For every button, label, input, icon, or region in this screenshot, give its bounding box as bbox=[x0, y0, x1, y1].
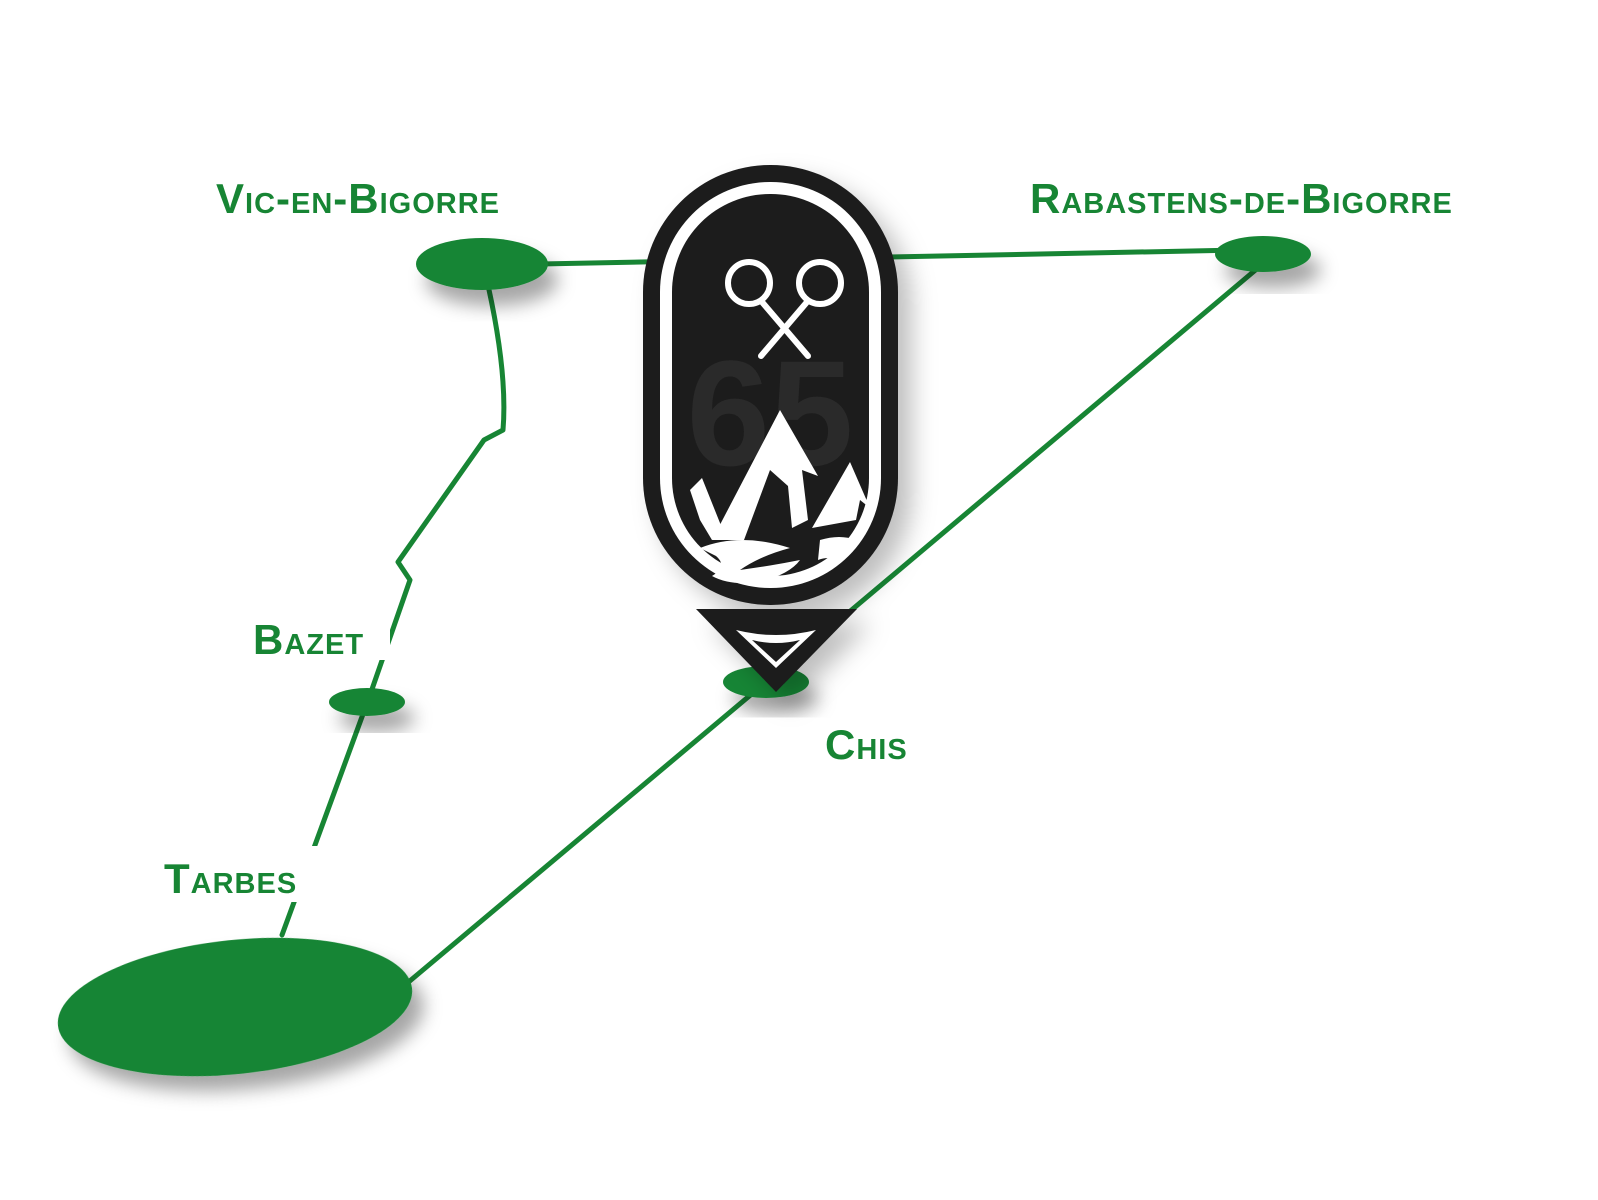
town-label-tarbes: Tarbes bbox=[164, 855, 297, 902]
town-node-tarbes[interactable] bbox=[51, 922, 419, 1092]
location-pin-badge[interactable]: 65 bbox=[643, 165, 898, 692]
mountains-icon bbox=[690, 410, 870, 584]
town-label-vic: Vic-en-Bigorre bbox=[216, 175, 500, 222]
town-nodes bbox=[51, 236, 1311, 1092]
crossed-badminton-rackets-icon bbox=[725, 259, 844, 359]
town-label-chis: Chis bbox=[825, 721, 908, 768]
town-node-vic[interactable] bbox=[416, 238, 548, 290]
bazet-label-backing bbox=[250, 612, 390, 660]
badge-watermark: 65 bbox=[687, 329, 854, 497]
tarbes-label-backing bbox=[160, 846, 340, 902]
town-label-bazet: Bazet bbox=[253, 616, 364, 663]
town-node-bazet[interactable] bbox=[329, 688, 405, 716]
chis-label-backing bbox=[782, 718, 932, 778]
badge-pointer-core bbox=[752, 640, 800, 662]
town-node-rabastens[interactable] bbox=[1215, 236, 1311, 272]
label-backings bbox=[160, 612, 932, 902]
route-vic-bazet-tarbes bbox=[279, 269, 507, 938]
badge-inner-capsule bbox=[672, 194, 869, 576]
town-label-rabastens: Rabastens-de-Bigorre bbox=[1030, 175, 1453, 222]
